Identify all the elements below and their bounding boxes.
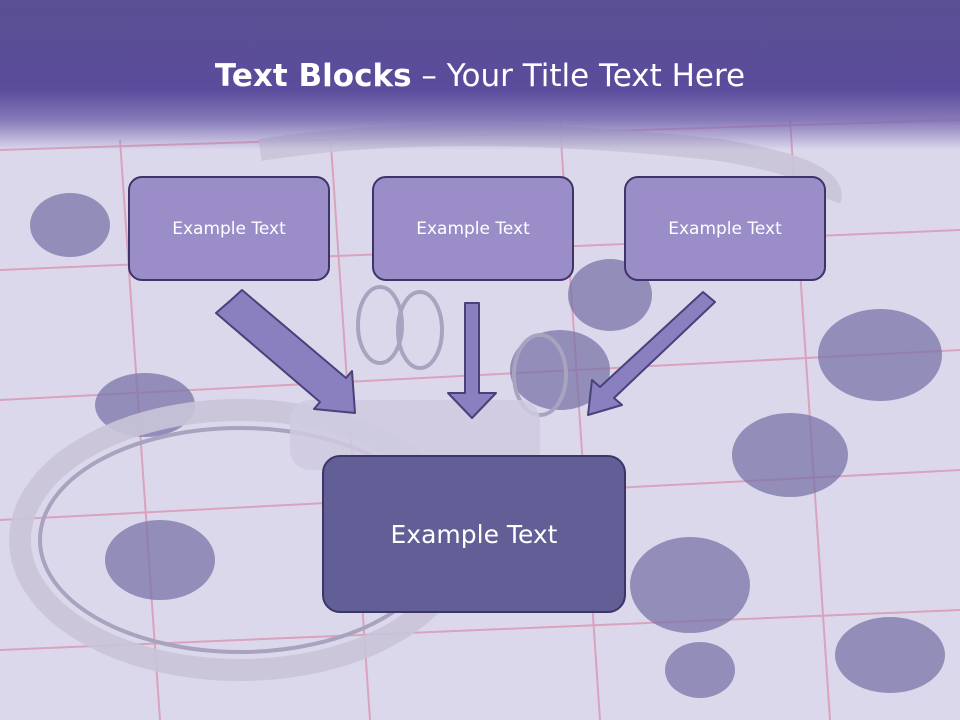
text-block-2-label: Example Text — [416, 218, 530, 239]
text-block-1-label: Example Text — [172, 218, 286, 239]
title-dash: – — [411, 58, 447, 94]
main-text-block-label: Example Text — [390, 519, 558, 549]
title-bar — [0, 0, 960, 150]
main-text-block[interactable]: Example Text — [322, 455, 626, 613]
text-block-1[interactable]: Example Text — [128, 176, 330, 281]
text-block-2[interactable]: Example Text — [372, 176, 574, 281]
text-block-3[interactable]: Example Text — [624, 176, 826, 281]
slide-title: Text Blocks – Your Title Text Here — [0, 52, 960, 100]
title-bold: Text Blocks — [214, 58, 412, 94]
text-block-3-label: Example Text — [668, 218, 782, 239]
title-rest: Your Title Text Here — [446, 58, 746, 94]
